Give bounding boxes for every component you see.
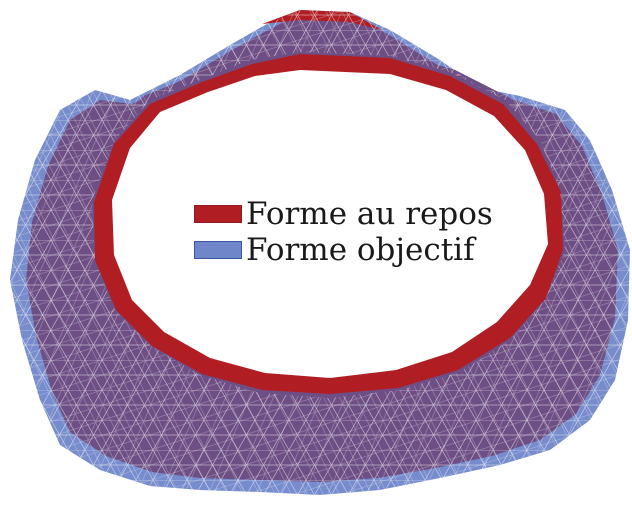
- legend-label-rest: Forme au repos: [246, 197, 493, 231]
- legend-label-target: Forme objectif: [246, 233, 475, 267]
- legend-swatch-rest: [194, 205, 242, 223]
- legend-item-rest: Forme au repos: [194, 196, 493, 232]
- legend: Forme au repos Forme objectif: [194, 196, 493, 268]
- legend-item-target: Forme objectif: [194, 232, 493, 268]
- legend-swatch-target: [194, 241, 242, 259]
